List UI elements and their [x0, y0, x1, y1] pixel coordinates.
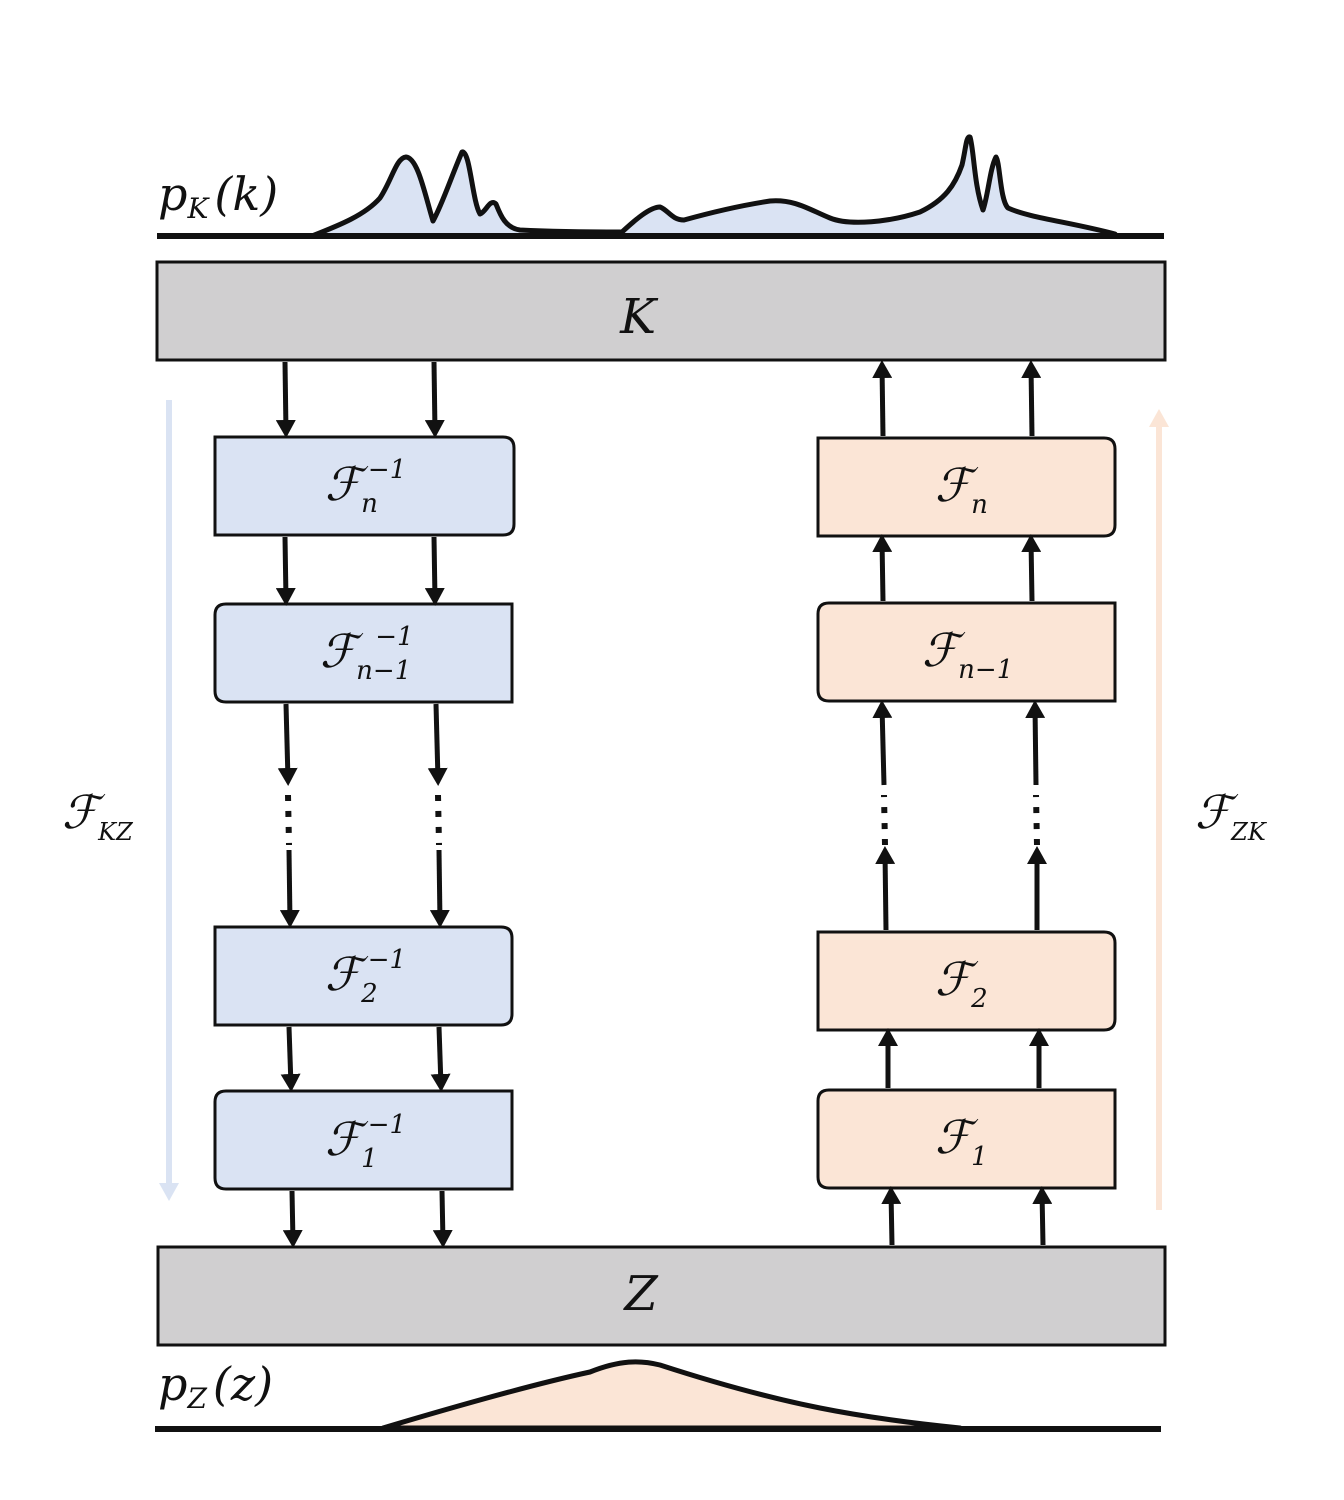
top-density: pK(k): [157, 134, 1164, 239]
forward-block-1: ℱ1: [816, 1088, 1117, 1190]
inverse-chain-label: ℱKZ: [62, 785, 134, 846]
inverse-block-2: ℱ2−1: [213, 925, 514, 1027]
forward-block-2: ℱ2: [816, 930, 1117, 1032]
inverse-connectors: [275, 361, 453, 1248]
k-bar: K: [155, 260, 1167, 362]
inverse-block-n: ℱn−1: [213, 435, 516, 537]
forward-block-n-minus-1: ℱn−1: [816, 601, 1117, 703]
forward-chain-label: ℱZK: [1195, 785, 1268, 846]
inverse-block-1: ℱ1−1: [213, 1089, 514, 1191]
bottom-density: pZ(z): [155, 1357, 1161, 1432]
forward-block-n: ℱn: [816, 436, 1117, 538]
top-density-curve: [309, 134, 1118, 239]
bottom-density-curve: [380, 1359, 963, 1431]
k-bar-label: K: [619, 289, 659, 345]
bottom-density-label: pZ(z): [158, 1357, 273, 1415]
inverse-block-n-minus-1: ℱn−1−1: [213, 602, 514, 704]
z-bar: Z: [156, 1245, 1167, 1347]
top-density-label: pK(k): [158, 167, 278, 225]
z-bar-label: Z: [622, 1266, 659, 1322]
forward-connectors: [872, 360, 1053, 1246]
